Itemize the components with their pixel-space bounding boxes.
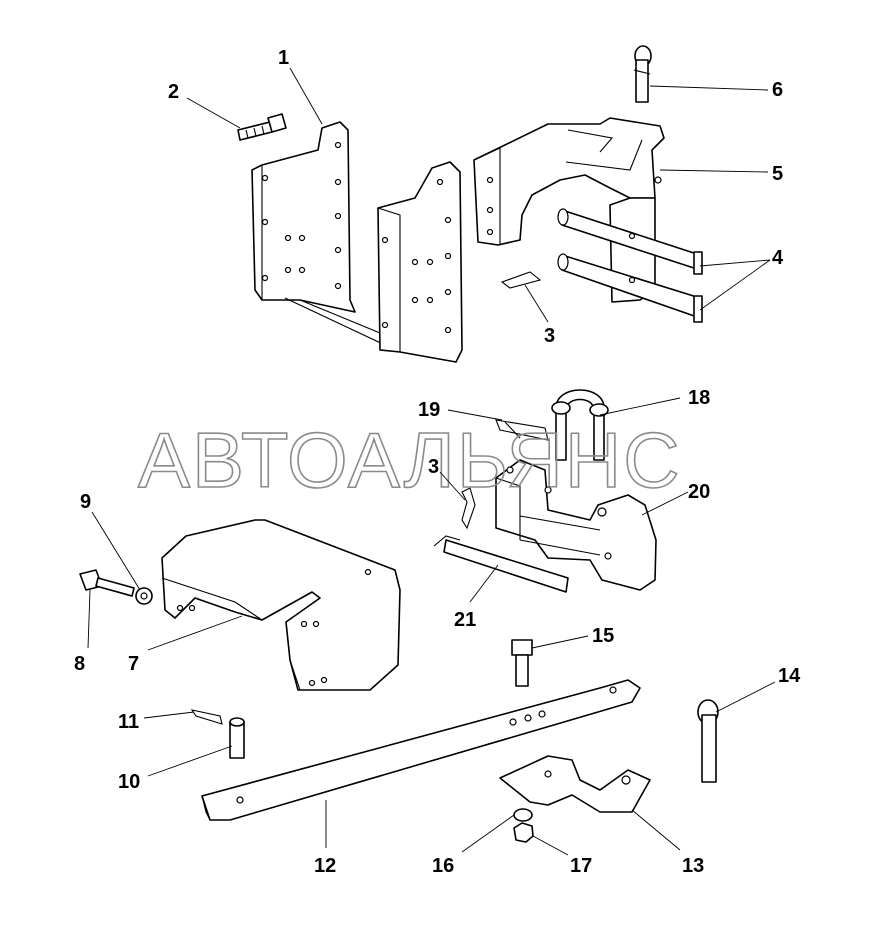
- callout-labels: 1 2 3 3 4 5 6 7 8 9 10 11 12 13 14 15 16…: [74, 47, 801, 877]
- callout-8: 8: [74, 653, 85, 675]
- callout-13: 13: [682, 855, 704, 877]
- part-3-r-clip-lower: [461, 487, 476, 530]
- callout-2: 2: [168, 81, 179, 103]
- callout-7: 7: [128, 653, 139, 675]
- callout-17: 17: [570, 855, 592, 877]
- callout-21: 21: [454, 609, 476, 631]
- callout-14: 14: [778, 665, 801, 687]
- part-19-spring-clip: [495, 419, 549, 441]
- callout-16: 16: [432, 855, 454, 877]
- callout-18: 18: [688, 387, 710, 409]
- part-15-bolt: [511, 639, 533, 687]
- part-2-bolt: [237, 113, 287, 141]
- part-16-washer: [513, 808, 533, 822]
- part-18-u-bolt: [551, 389, 609, 461]
- callout-10: 10: [118, 771, 140, 793]
- part-6-lynch-pin: [633, 45, 652, 103]
- part-21-long-pin: [433, 535, 569, 593]
- part-1-mounting-bracket: [251, 121, 463, 363]
- part-4-pins: [557, 208, 703, 323]
- part-20-clevis: [495, 459, 657, 591]
- part-8-bolt: [79, 569, 135, 597]
- callout-20: 20: [688, 481, 710, 503]
- callout-9: 9: [80, 491, 91, 513]
- part-3-r-clip-upper: [500, 271, 542, 289]
- bracket-holes: [261, 141, 452, 334]
- callout-1: 1: [278, 47, 289, 69]
- callout-5: 5: [772, 163, 783, 185]
- part-14-lynch-pin: [697, 699, 719, 783]
- callout-15: 15: [592, 625, 614, 647]
- callout-11: 11: [118, 711, 139, 733]
- part-17-nut: [513, 822, 534, 843]
- part-10-pin: [229, 717, 245, 759]
- callout-6: 6: [772, 79, 783, 101]
- callout-4: 4: [772, 247, 784, 269]
- watermark-text: АВТОАЛЬЯНС: [138, 416, 682, 504]
- leader-lines: [87, 67, 776, 856]
- callout-3-upper: 3: [544, 325, 555, 347]
- part-5-hitch-housing: [473, 117, 665, 303]
- callout-19: 19: [418, 399, 440, 421]
- part-11-r-clip: [190, 709, 223, 725]
- part-9-washer: [135, 587, 153, 605]
- part-13-offset-plate: [499, 755, 651, 813]
- part-7-guard-plate: [161, 519, 401, 691]
- part-12-drawbar: [201, 679, 641, 821]
- callout-12: 12: [314, 855, 336, 877]
- callout-3-lower: 3: [428, 456, 439, 478]
